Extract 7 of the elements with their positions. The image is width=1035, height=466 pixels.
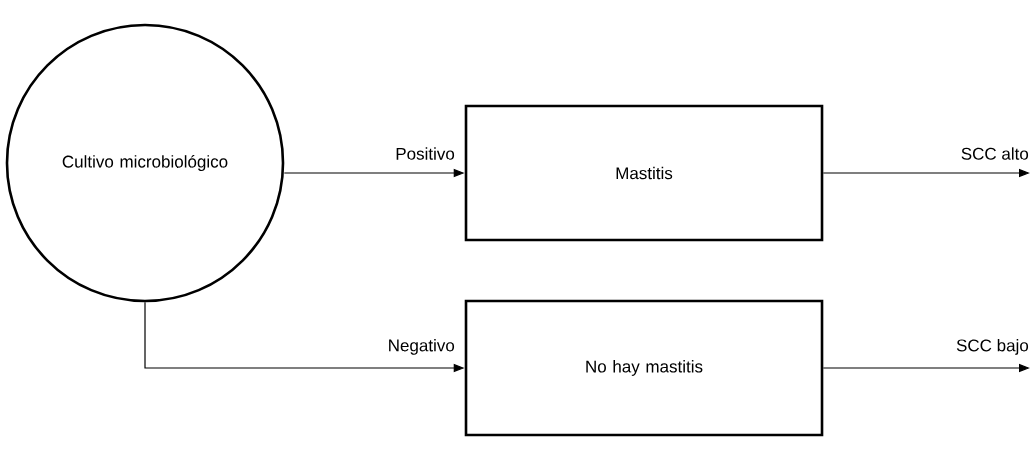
- process-box: No hay mastitis: [464, 299, 824, 437]
- edge-label: SCC alto: [961, 147, 1029, 160]
- edge-label: SCC bajo: [956, 338, 1029, 355]
- edge-label: Positivo: [396, 147, 455, 160]
- process-box: Mastitis: [464, 104, 824, 242]
- edge-label: Negativo: [389, 338, 455, 355]
- circle-node: Cultivo microbiológico: [5, 23, 285, 303]
